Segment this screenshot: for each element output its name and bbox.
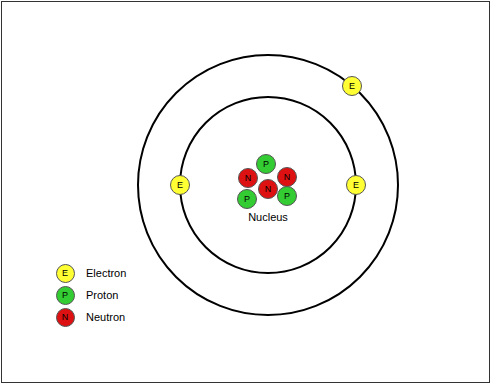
nucleus-label: Nucleus bbox=[248, 211, 288, 224]
electron-letter: E bbox=[353, 181, 359, 190]
neutron-circle: N bbox=[277, 167, 297, 187]
electron-letter: E bbox=[349, 82, 355, 91]
legend-text: Electron bbox=[86, 267, 126, 280]
proton-letter: P bbox=[263, 160, 269, 169]
electron-circle: E bbox=[342, 76, 362, 96]
legend-letter: N bbox=[62, 313, 69, 322]
legend-letter: P bbox=[62, 291, 68, 300]
inner-orbit bbox=[180, 97, 356, 273]
electron-circle: E bbox=[170, 175, 190, 195]
legend-text: Neutron bbox=[86, 311, 125, 324]
legend-letter: E bbox=[62, 269, 68, 278]
proton-letter: P bbox=[284, 192, 290, 201]
outer-orbit bbox=[138, 55, 398, 315]
neutron-circle: N bbox=[238, 168, 258, 188]
neutron-circle: N bbox=[258, 179, 278, 199]
proton-circle: P bbox=[237, 189, 257, 209]
proton-letter: P bbox=[244, 195, 250, 204]
electron-circle: E bbox=[346, 175, 366, 195]
legend-swatch: P bbox=[56, 286, 75, 305]
proton-circle: P bbox=[256, 154, 276, 174]
proton-circle: P bbox=[277, 186, 297, 206]
neutron-letter: N bbox=[265, 185, 272, 194]
neutron-letter: N bbox=[284, 173, 291, 182]
neutron-letter: N bbox=[245, 174, 252, 183]
electron-letter: E bbox=[177, 181, 183, 190]
legend-swatch: N bbox=[56, 308, 75, 327]
legend-text: Proton bbox=[86, 289, 118, 302]
legend-swatch: E bbox=[56, 264, 75, 283]
